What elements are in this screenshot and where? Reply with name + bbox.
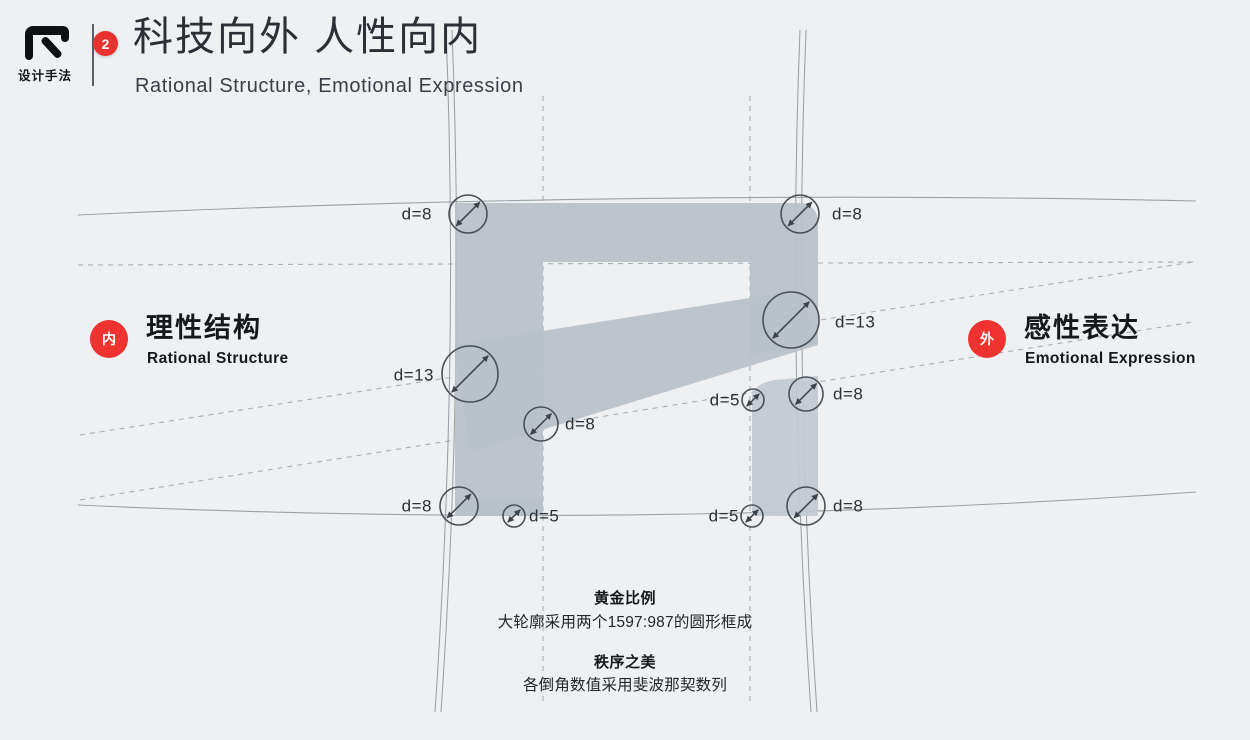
brand-mark-icon (23, 26, 69, 60)
fillet-circle (439, 486, 479, 526)
note-body-1: 大轮廓采用两个1597:987的圆形框成 (497, 613, 753, 631)
diameter-arrow (745, 509, 759, 523)
slide-header: 设计手法 2 科技向外 人性向内 Rational Structure, Emo… (0, 0, 1250, 110)
dimension-label: d=13 (393, 365, 434, 385)
dimension-label: d=8 (401, 496, 432, 516)
section-number-badge: 2 (93, 31, 118, 56)
diameter-arrow (787, 201, 813, 227)
note-body-2: 各倒角数值采用斐波那契数列 (522, 677, 728, 695)
diameter-arrow (507, 509, 521, 523)
brand-label: 设计手法 (17, 69, 72, 83)
caption-left-subtitle: Rational Structure (147, 350, 289, 367)
fillet-circle (740, 504, 764, 528)
caption-right-title: 感性表达 (1024, 313, 1140, 343)
fillet-circle (523, 406, 559, 442)
diameter-arrow (746, 393, 760, 407)
diameter-arrow (793, 493, 819, 519)
dimension-label: d=5 (529, 506, 560, 526)
fillet-circle (780, 194, 820, 234)
guide-arcs-horizontal (77, 196, 1197, 516)
note-spacer (0, 634, 1250, 652)
diameter-arrow (455, 201, 481, 227)
diameter-arrow (529, 412, 553, 436)
fillet-circle-layer (439, 194, 826, 528)
fillet-circle (786, 486, 826, 526)
note-heading-1: 黄金比例 (593, 590, 656, 607)
fillet-circle (448, 194, 488, 234)
logo-shape (455, 203, 818, 516)
diameter-arrow (772, 301, 810, 339)
diameter-arrow (446, 493, 472, 519)
dimension-label: d=5 (708, 506, 739, 526)
brand-block: 设计手法 (10, 16, 80, 83)
page-subtitle: Rational Structure, Emotional Expression (135, 75, 524, 97)
caption-right-subtitle: Emotional Expression (1025, 350, 1196, 367)
page-title: 科技向外 人性向内 (133, 15, 483, 59)
dimension-label: d=8 (833, 384, 864, 404)
fillet-circle (502, 504, 526, 528)
header-divider (92, 24, 94, 86)
fillet-circle (762, 291, 820, 349)
caption-left-title: 理性结构 (146, 313, 262, 343)
dimension-label: d=5 (709, 390, 740, 410)
dimension-label: d=8 (832, 204, 863, 224)
fillet-circle (788, 376, 824, 412)
note-heading-2: 秩序之美 (593, 653, 656, 671)
diameter-arrow (794, 382, 818, 406)
caption-right-dot: 外 (968, 320, 1006, 358)
notes-block: 黄金比例 大轮廓采用两个1597:987的圆形框成 秩序之美 各倒角数值采用斐波… (0, 588, 1250, 698)
diameter-arrow (451, 355, 489, 393)
fillet-circle (741, 388, 765, 412)
dimension-label: d=8 (833, 496, 864, 516)
caption-left-dot: 内 (90, 320, 128, 358)
dimension-label: d=8 (565, 414, 596, 434)
fillet-circle (441, 345, 499, 403)
dimension-label: d=8 (401, 204, 432, 224)
dimension-label: d=13 (835, 312, 876, 332)
